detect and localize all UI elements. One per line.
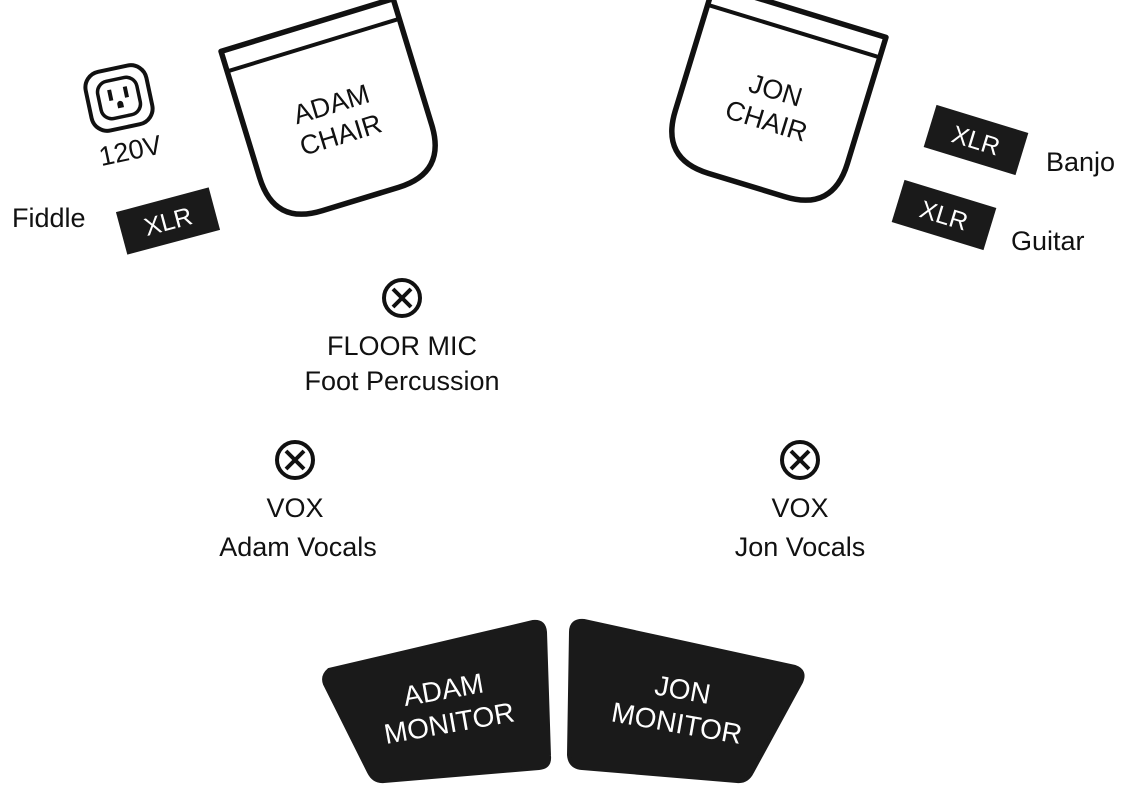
floor-mic-line2: Foot Percussion — [304, 366, 499, 396]
adam-vox-line1: VOX — [266, 493, 323, 523]
adam-chair: ADAM CHAIR — [218, 0, 438, 217]
jon-vox-line1: VOX — [771, 493, 828, 523]
fiddle-xlr: XLR — [115, 187, 221, 255]
guitar-xlr: XLR — [891, 179, 997, 251]
floor-mic-line1: FLOOR MIC — [327, 331, 477, 361]
jon-chair: JON CHAIR — [669, 0, 889, 203]
mic-x-icon — [780, 440, 820, 480]
adam-vox-line2: Adam Vocals — [219, 532, 377, 562]
banjo-label: Banjo — [1046, 147, 1115, 177]
guitar-label: Guitar — [1011, 226, 1085, 256]
fiddle-label: Fiddle — [12, 203, 86, 233]
jon-vox-line2: Jon Vocals — [735, 532, 866, 562]
jon-monitor: JON MONITOR — [567, 618, 805, 784]
jon-vox-mic: VOX Jon Vocals — [735, 440, 866, 562]
power-outlet-icon — [83, 63, 155, 133]
power-label: 120V — [96, 130, 164, 172]
adam-monitor: ADAM MONITOR — [322, 619, 552, 784]
banjo-xlr: XLR — [923, 104, 1029, 176]
adam-vox-mic: VOX Adam Vocals — [219, 440, 377, 562]
mic-x-icon — [382, 278, 422, 318]
power-outlet: 120V — [83, 63, 164, 172]
floor-mic: FLOOR MIC Foot Percussion — [304, 278, 500, 396]
mic-x-icon — [275, 440, 315, 480]
